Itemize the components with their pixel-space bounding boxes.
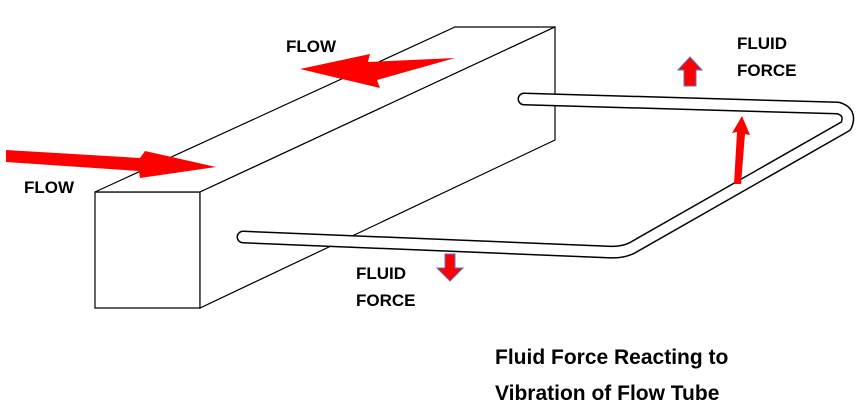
figure-caption: Fluid Force Reacting to Vibration of Flo…	[495, 340, 728, 412]
fluid-force-label-top-line2: FORCE	[737, 61, 797, 80]
fluid-force-arrow-bottom	[435, 253, 465, 282]
block-front-face	[94, 191, 201, 309]
flow-tube	[236, 92, 855, 259]
flow-arrow-top	[300, 54, 455, 88]
fluid-force-label-bottom-line2: FORCE	[356, 291, 416, 310]
fluid-force-label-top: FLUID FORCE	[737, 30, 797, 84]
fluid-force-label-bottom: FLUID FORCE	[356, 260, 416, 314]
caption-line-2: Vibration of Flow Tube	[495, 382, 720, 405]
flow-label-top: FLOW	[286, 37, 337, 56]
fluid-force-label-top-line1: FLUID	[737, 34, 788, 53]
fluid-force-arrow-top	[676, 56, 704, 87]
caption-line-1: Fluid Force Reacting to	[495, 346, 729, 369]
fluid-force-label-bottom-line1: FLUID	[356, 264, 407, 283]
flow-arrow-left	[6, 150, 216, 178]
fluid-force-arrow-tube	[732, 116, 750, 184]
flow-tube-inner	[238, 94, 853, 258]
flow-label-left: FLOW	[24, 178, 75, 197]
